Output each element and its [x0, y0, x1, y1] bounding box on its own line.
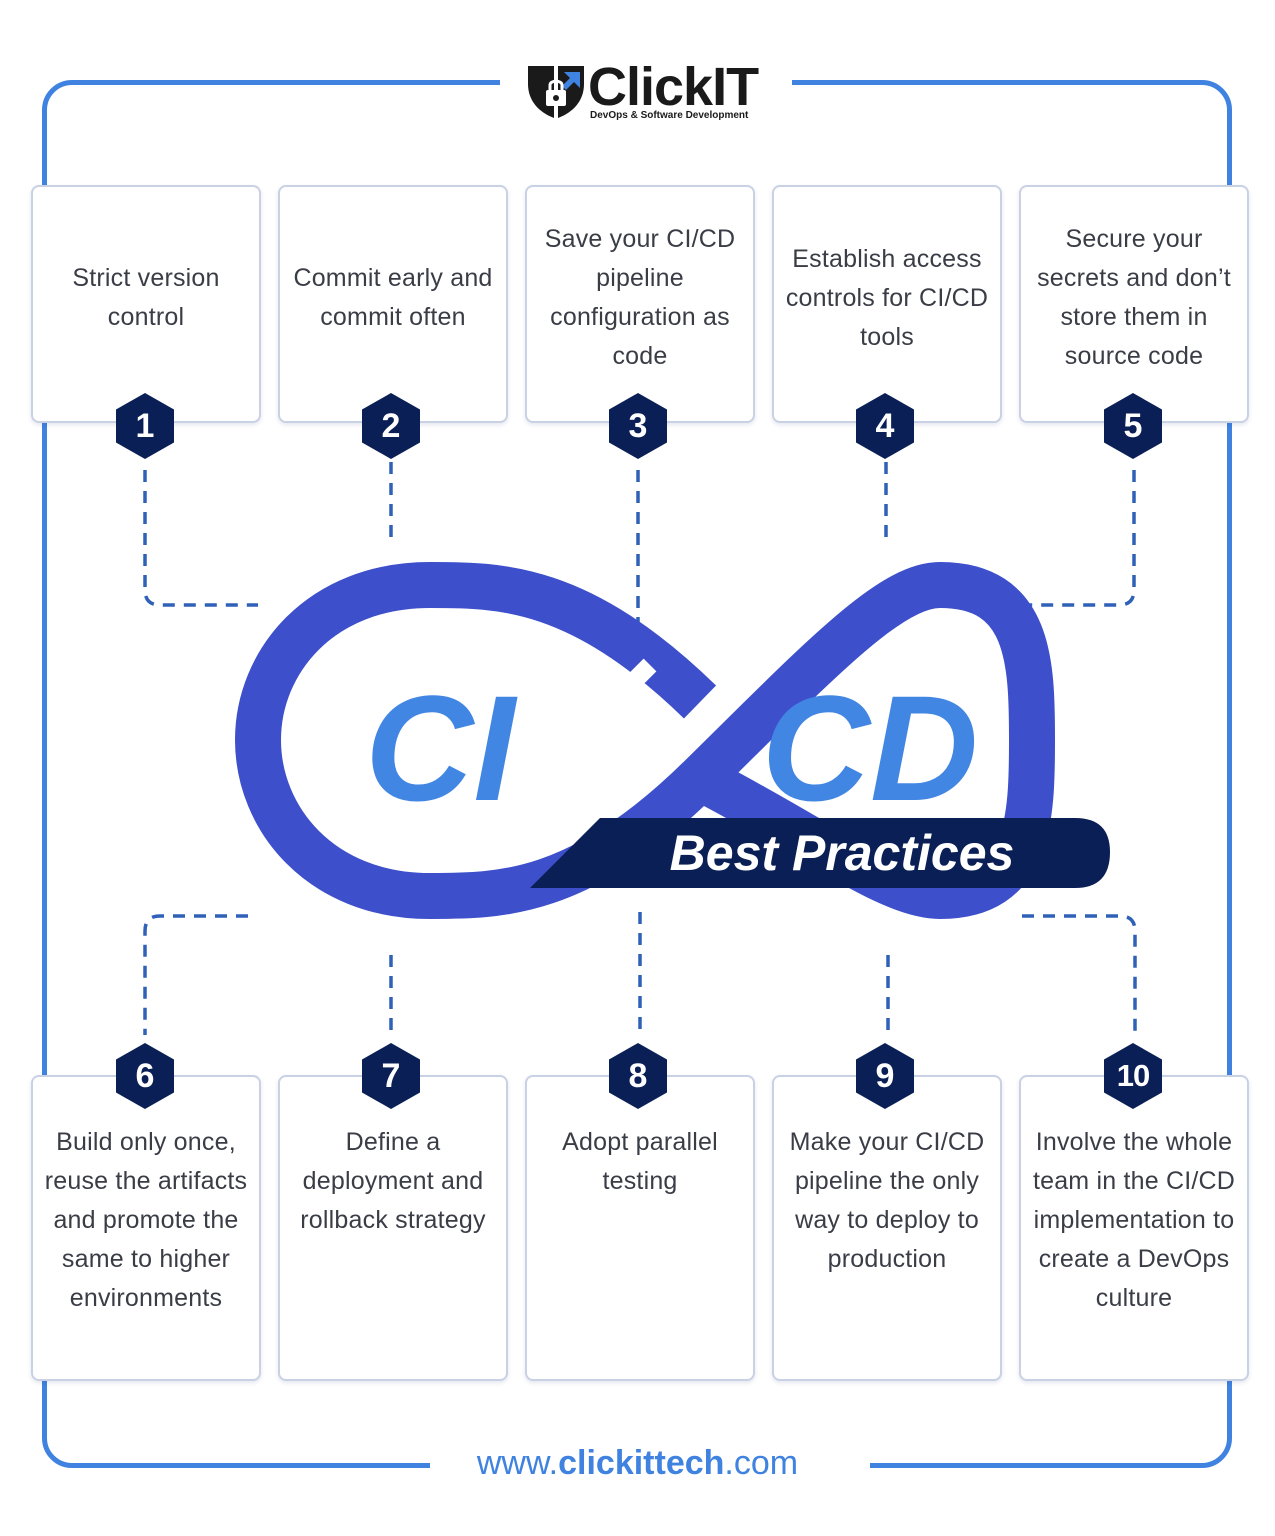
practice-text: Save your CI/CD pipeline configuration a… [544, 225, 736, 370]
logo-wordmark: ClickIT [588, 57, 759, 117]
number-badge-4: 4 [856, 393, 914, 459]
connector-5 [1020, 470, 1136, 607]
url-prefix: www. [476, 1444, 559, 1482]
banner-label: Best Practices [670, 825, 1015, 881]
practice-card-10: Involve the whole team in the CI/CD impl… [1019, 1075, 1249, 1381]
practice-text: Adopt parallel testing [562, 1128, 718, 1195]
number-badge-9: 9 [856, 1043, 914, 1109]
practice-text: Secure your secrets and don’t store them… [1037, 225, 1231, 370]
practice-text: Make your CI/CD pipeline the only way to… [789, 1128, 985, 1273]
number-badge-8: 8 [609, 1043, 667, 1109]
best-practices-banner [530, 818, 1110, 888]
practice-text: Strict version control [72, 264, 220, 331]
connector-lines [143, 462, 1137, 1035]
connector-1 [143, 470, 258, 607]
practice-card-7: Define a deployment and rollback strateg… [278, 1075, 508, 1381]
hero-word-ci: CI [365, 664, 518, 832]
practice-card-3: Save your CI/CD pipeline configuration a… [525, 185, 755, 423]
connector-6 [143, 914, 248, 1035]
practice-text: Commit early and commit often [293, 264, 493, 331]
hero-word-cd: CD [762, 664, 979, 832]
practice-card-5: Secure your secrets and don’t store them… [1019, 185, 1249, 423]
practice-text: Define a deployment and rollback strateg… [300, 1128, 486, 1234]
number-badge-3: 3 [609, 393, 667, 459]
website-link[interactable]: www.clickittech.com [0, 1440, 1275, 1486]
frame-gap-bottom [430, 1452, 870, 1478]
practice-text: Establish access controls for CI/CD tool… [785, 244, 989, 351]
practice-card-4: Establish access controls for CI/CD tool… [772, 185, 1002, 423]
practice-card-2: Commit early and commit often [278, 185, 508, 423]
practice-card-8: Adopt parallel testing [525, 1075, 755, 1381]
practice-card-1: Strict version control [31, 185, 261, 423]
practice-card-6: Build only once, reuse the artifacts and… [31, 1075, 261, 1381]
brand-logo[interactable]: ClickIT DevOps & Software Development [520, 58, 770, 126]
logo-tagline: DevOps & Software Development [590, 110, 749, 121]
shield-lock-icon [528, 66, 584, 118]
url-suffix: .com [724, 1444, 799, 1482]
url-brand: clickittech [558, 1444, 725, 1482]
practice-text: Build only once, reuse the artifacts and… [44, 1128, 248, 1312]
practice-text: Involve the whole team in the CI/CD impl… [1032, 1128, 1236, 1312]
practice-card-9: Make your CI/CD pipeline the only way to… [772, 1075, 1002, 1381]
connector-10 [1022, 914, 1137, 1035]
